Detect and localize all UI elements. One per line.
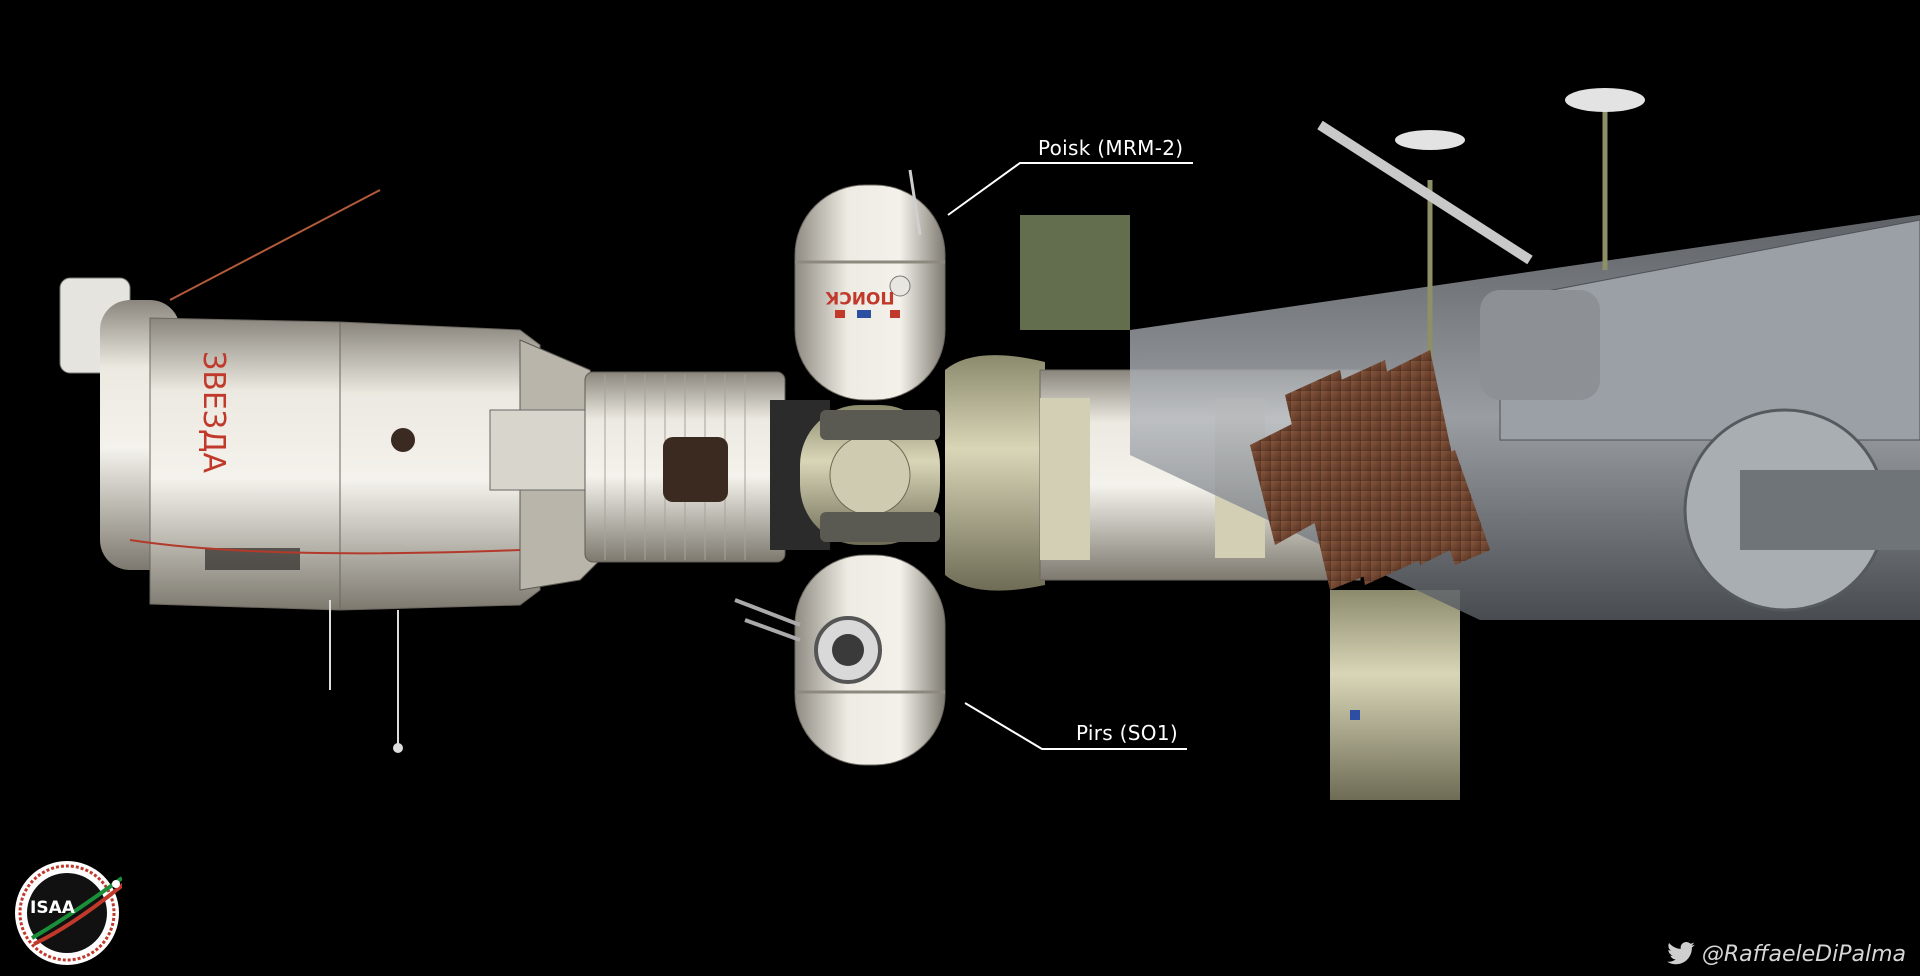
credit-handle: @RaffaeleDiPalma xyxy=(1666,941,1906,967)
zvezda-marking: ЗВЕЗДА xyxy=(196,351,231,473)
isaa-logo-text: ISAA xyxy=(30,898,75,918)
isaa-logo xyxy=(15,861,122,965)
pirs-leader-line xyxy=(964,702,1187,750)
poisk-label: Poisk (MRM-2) xyxy=(1038,136,1184,160)
poisk-marking: ПОИСК xyxy=(825,287,894,307)
pirs-label: Pirs (SO1) xyxy=(1076,721,1178,745)
poisk-module xyxy=(794,169,946,401)
twitter-bird-icon xyxy=(1667,942,1695,965)
node-module xyxy=(584,371,940,563)
poisk-leader-line xyxy=(947,162,1193,216)
zvezda-module xyxy=(59,189,601,753)
credit-handle-text: @RaffaeleDiPalma xyxy=(1701,941,1906,967)
solar-array xyxy=(1250,350,1490,590)
pirs-module xyxy=(734,554,946,766)
